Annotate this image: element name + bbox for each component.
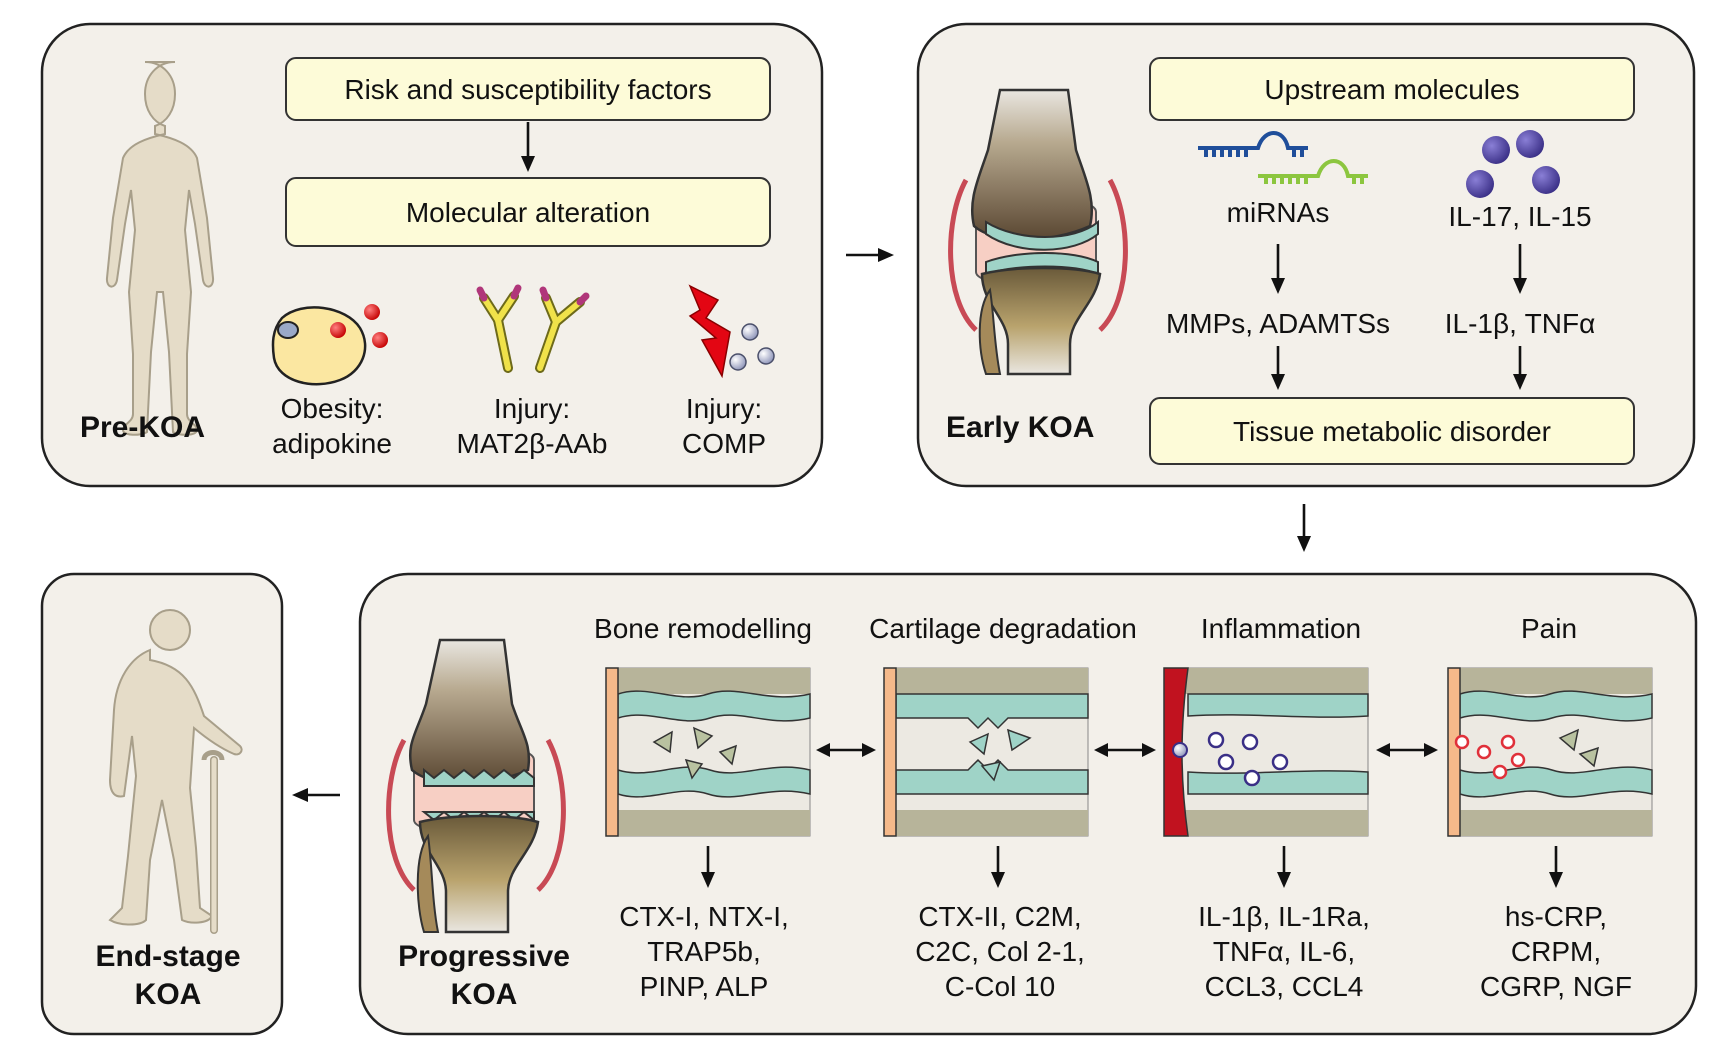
cartilage-degradation-title: Cartilage degradation bbox=[869, 613, 1137, 644]
down-arrows bbox=[701, 846, 1563, 888]
cartilage-marker-1: CTX-II, C2M, bbox=[918, 901, 1081, 932]
end-stage-koa-panel: End-stage KOA bbox=[40, 572, 284, 1036]
antibody-icon bbox=[476, 284, 590, 373]
bone-marker-3: PINP, ALP bbox=[640, 971, 769, 1002]
factor-3-line2: COMP bbox=[682, 428, 766, 459]
molecular-alteration-box bbox=[285, 177, 771, 247]
lightning-icon bbox=[688, 284, 775, 379]
arrow-pre-to-early bbox=[846, 248, 894, 262]
bone-remodelling-title: Bone remodelling bbox=[594, 613, 812, 644]
mirna-icon bbox=[1198, 131, 1368, 184]
tissue-section-icon bbox=[605, 667, 1653, 837]
factor-2-line1: Injury: bbox=[494, 393, 570, 424]
arrow-progressive-to-end bbox=[292, 788, 340, 802]
tissue-disorder-label: Tissue metabolic disorder bbox=[1233, 416, 1551, 447]
pre-koa-title: Pre-KOA bbox=[80, 411, 205, 444]
upstream-molecules-box bbox=[1149, 57, 1635, 121]
pain-title: Pain bbox=[1521, 613, 1577, 644]
factor-1-line2: adipokine bbox=[272, 428, 392, 459]
progressive-title-line1: Progressive bbox=[398, 940, 570, 973]
adipocyte-icon bbox=[271, 304, 388, 386]
end-stage-title-line2: KOA bbox=[135, 978, 202, 1011]
progressive-title-line2: KOA bbox=[451, 978, 518, 1011]
cartilage-marker-3: C-Col 10 bbox=[945, 971, 1055, 1002]
knee-joint-icon bbox=[386, 638, 566, 934]
double-arrow-1 bbox=[816, 743, 876, 757]
factor-1-line1: Obesity: bbox=[281, 393, 384, 424]
upstream-molecules-label: Upstream molecules bbox=[1264, 74, 1519, 105]
elderly-figure-icon bbox=[108, 609, 243, 934]
il1b-label: IL-1β, TNFα bbox=[1445, 308, 1596, 339]
inflammation-marker-2: TNFα, IL-6, bbox=[1213, 936, 1355, 967]
factor-2-line2: MAT2β-AAb bbox=[457, 428, 608, 459]
double-arrow-2 bbox=[1094, 743, 1156, 757]
arrow-early-to-progressive bbox=[1297, 504, 1311, 552]
early-koa-title: Early KOA bbox=[946, 411, 1094, 444]
human-figure-icon bbox=[105, 61, 215, 436]
knee-joint-icon bbox=[948, 88, 1128, 376]
bone-marker-1: CTX-I, NTX-I, bbox=[619, 901, 789, 932]
inflammation-marker-3: CCL3, CCL4 bbox=[1205, 971, 1364, 1002]
pain-marker-3: CGRP, NGF bbox=[1480, 971, 1632, 1002]
tissue-disorder-box bbox=[1149, 397, 1635, 465]
double-arrow-3 bbox=[1376, 743, 1438, 757]
mirnas-label: miRNAs bbox=[1227, 197, 1330, 228]
pain-marker-2: CRPM, bbox=[1511, 936, 1601, 967]
bone-marker-2: TRAP5b, bbox=[647, 936, 761, 967]
progressive-koa-panel: Progressive KOA Bone remodelling Cartila… bbox=[358, 572, 1698, 1036]
end-stage-title-line1: End-stage bbox=[95, 940, 240, 973]
early-koa-panel: Early KOA Upstream molecules miRNAs MMPs… bbox=[916, 22, 1696, 488]
risk-factors-label: Risk and susceptibility factors bbox=[344, 74, 711, 105]
molecular-alteration-label: Molecular alteration bbox=[406, 197, 650, 228]
il17-label: IL-17, IL-15 bbox=[1448, 201, 1591, 232]
risk-factors-box bbox=[285, 57, 771, 121]
mmps-label: MMPs, ADAMTSs bbox=[1166, 308, 1390, 339]
inflammation-marker-1: IL-1β, IL-1Ra, bbox=[1198, 901, 1370, 932]
pre-koa-panel: Pre-KOA Risk and susceptibility factors … bbox=[40, 22, 824, 488]
inflammation-title: Inflammation bbox=[1201, 613, 1361, 644]
cytokine-icon bbox=[1466, 130, 1560, 198]
pain-marker-1: hs-CRP, bbox=[1505, 901, 1607, 932]
cartilage-marker-2: C2C, Col 2-1, bbox=[915, 936, 1085, 967]
factor-3-line1: Injury: bbox=[686, 393, 762, 424]
